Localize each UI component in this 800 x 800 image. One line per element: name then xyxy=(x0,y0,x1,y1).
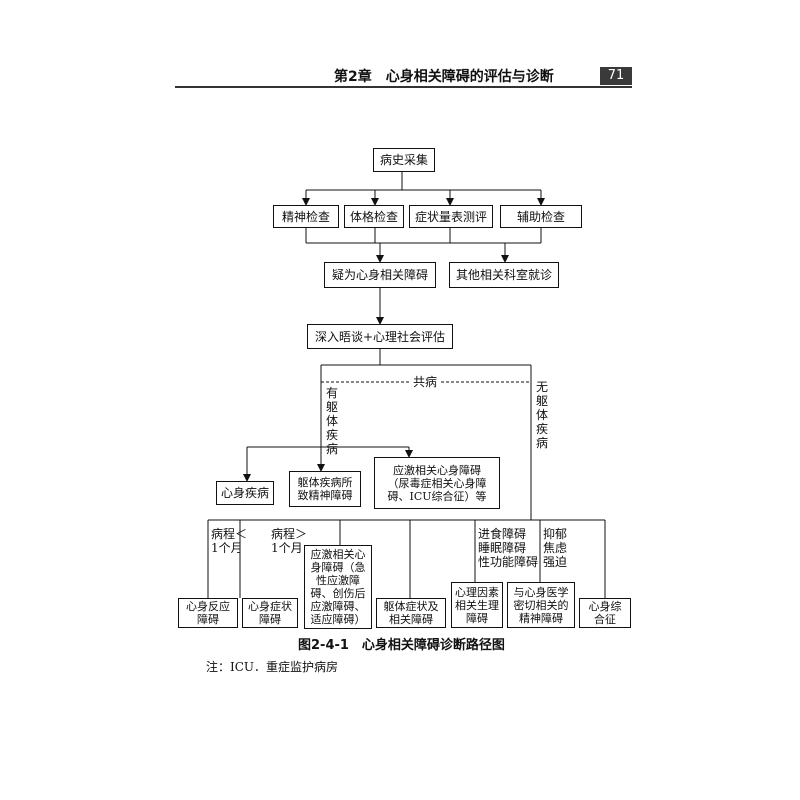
label-course-less: 病程＜ 1个月 xyxy=(211,527,248,555)
node-symptom-disorder: 心身症状 障碍 xyxy=(242,598,298,628)
node-stress-disorders: 应激相关心 身障碍（急 性应激障 碍、创伤后 应激障碍、 适应障碍） xyxy=(304,545,372,629)
node-stress-related: 应激相关心身障碍 （尿毒症相关心身障 碍、ICU综合征）等 xyxy=(374,457,500,509)
node-history: 病史采集 xyxy=(373,148,435,172)
page-number: 71 xyxy=(600,67,632,85)
node-reactive: 心身反应 障碍 xyxy=(178,598,238,628)
node-somatic-induced: 躯体疾病所 致精神障碍 xyxy=(289,471,361,507)
node-medical-psych: 与心身医学 密切相关的 精神障碍 xyxy=(507,582,575,628)
label-eating-sleep: 进食障碍 睡眠障碍 性功能障碍 xyxy=(478,527,539,569)
label-without-somatic: 无 躯 体 疾 病 xyxy=(535,380,548,450)
node-symptom-scale: 症状量表测评 xyxy=(409,205,493,228)
node-syndrome: 心身综 合征 xyxy=(579,598,631,628)
node-somatic-symptom: 躯体症状及 相关障碍 xyxy=(376,598,446,628)
node-suspected: 疑为心身相关障碍 xyxy=(324,262,436,288)
label-mood: 抑郁 焦虑 强迫 xyxy=(543,527,568,569)
figure-note: 注：ICU．重症监护病房 xyxy=(206,660,339,674)
label-with-somatic: 有 躯 体 疾 病 xyxy=(325,386,338,456)
node-deep-interview: 深入晤谈+心理社会评估 xyxy=(307,324,453,349)
node-physical-exam: 体格检查 xyxy=(344,205,404,228)
node-psych-factor: 心理因素 相关生理 障碍 xyxy=(451,582,503,628)
header-rule xyxy=(175,86,632,88)
label-course-more: 病程＞ 1个月 xyxy=(271,527,308,555)
figure-caption: 图2-4-1 心身相关障碍诊断路径图 xyxy=(298,638,505,653)
node-psychosomatic-disease: 心身疾病 xyxy=(216,481,274,505)
label-comorbid: 共病 xyxy=(410,375,441,389)
node-aux-exam: 辅助检查 xyxy=(500,205,582,228)
node-psych-exam: 精神检查 xyxy=(273,205,339,228)
node-other-dept: 其他相关科室就诊 xyxy=(449,262,559,288)
chapter-title: 第2章 心身相关障碍的评估与诊断 xyxy=(334,69,554,85)
